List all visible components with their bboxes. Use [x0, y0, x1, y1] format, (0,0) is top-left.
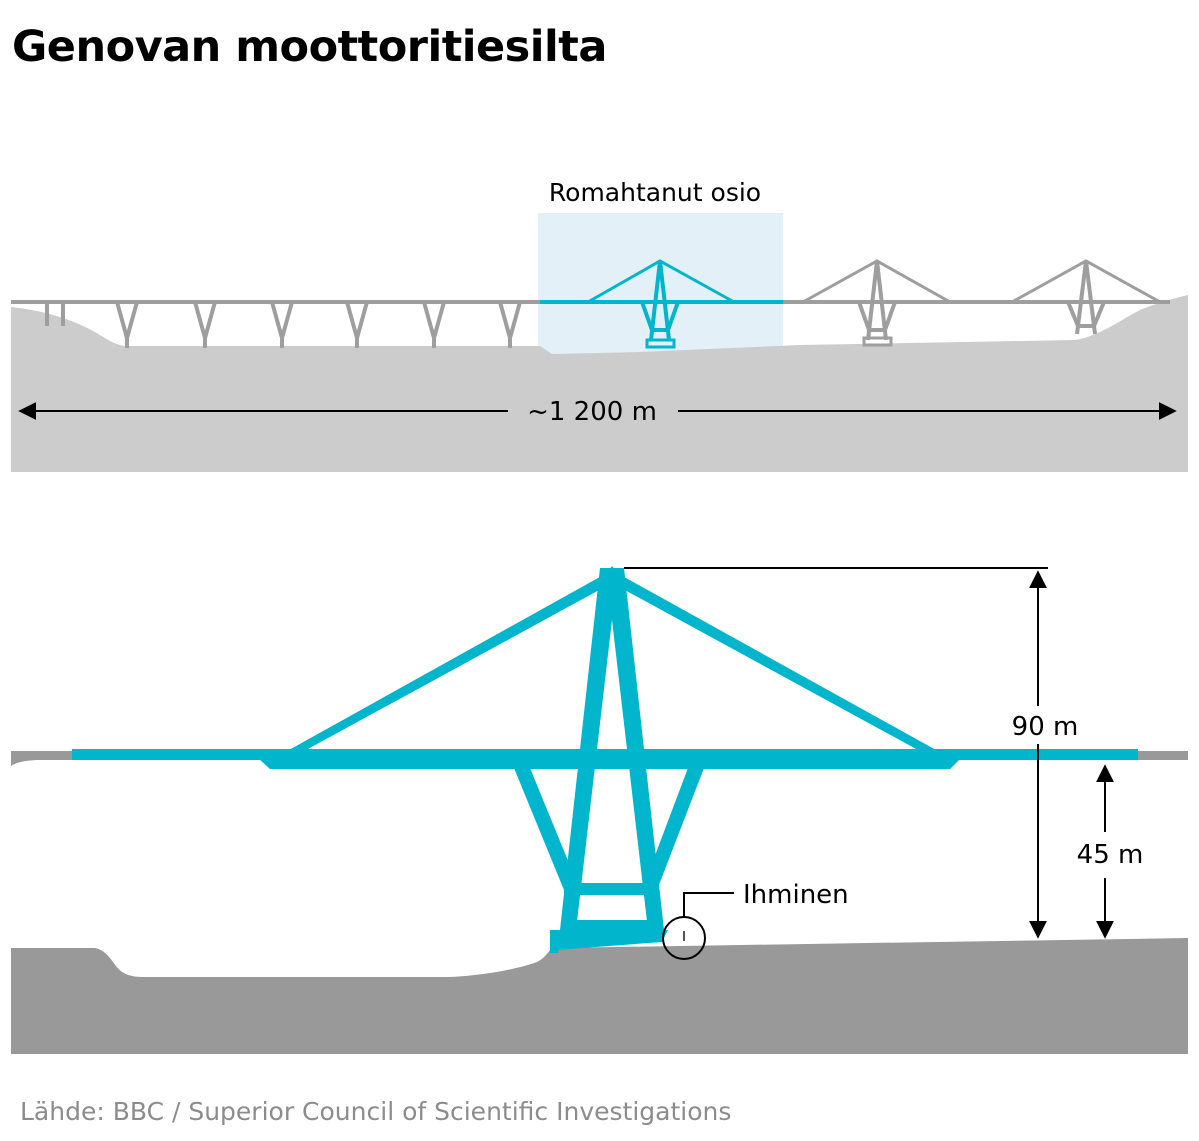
overview-pylon-1 [802, 259, 951, 347]
detail-deck-stub-left [11, 751, 72, 766]
person-label: Ihminen [743, 880, 849, 910]
height-total-label: 90 m [1012, 712, 1079, 742]
height-total-dimension: 90 m [624, 567, 1079, 939]
detail-deck-stub-right [1138, 751, 1188, 760]
length-dimension: ~1 200 m [18, 397, 1177, 427]
overview-ground [11, 295, 1188, 472]
detail-ground [11, 938, 1188, 1054]
overview-pylon-2 [1011, 259, 1161, 335]
deck-height-label: 45 m [1077, 840, 1144, 870]
length-label: ~1 200 m [527, 397, 657, 427]
collapsed-section-label: Romahtanut osio [549, 178, 761, 207]
source-note: Lähde: BBC / Superior Council of Scienti… [20, 1097, 732, 1126]
deck-height-dimension: 45 m [1077, 764, 1144, 939]
collapsed-section-highlight [538, 213, 783, 354]
overview-v-piers [45, 301, 522, 348]
detail-panel: Ihminen 90 m 45 m [11, 566, 1188, 1054]
overview-collapsed-span [540, 259, 783, 349]
page-title: Genovan moottoritiesilta [12, 22, 607, 72]
overview-panel: Romahtanut osio [11, 178, 1188, 472]
detail-bridge [72, 566, 1138, 953]
person-marker: Ihminen [662, 880, 849, 960]
